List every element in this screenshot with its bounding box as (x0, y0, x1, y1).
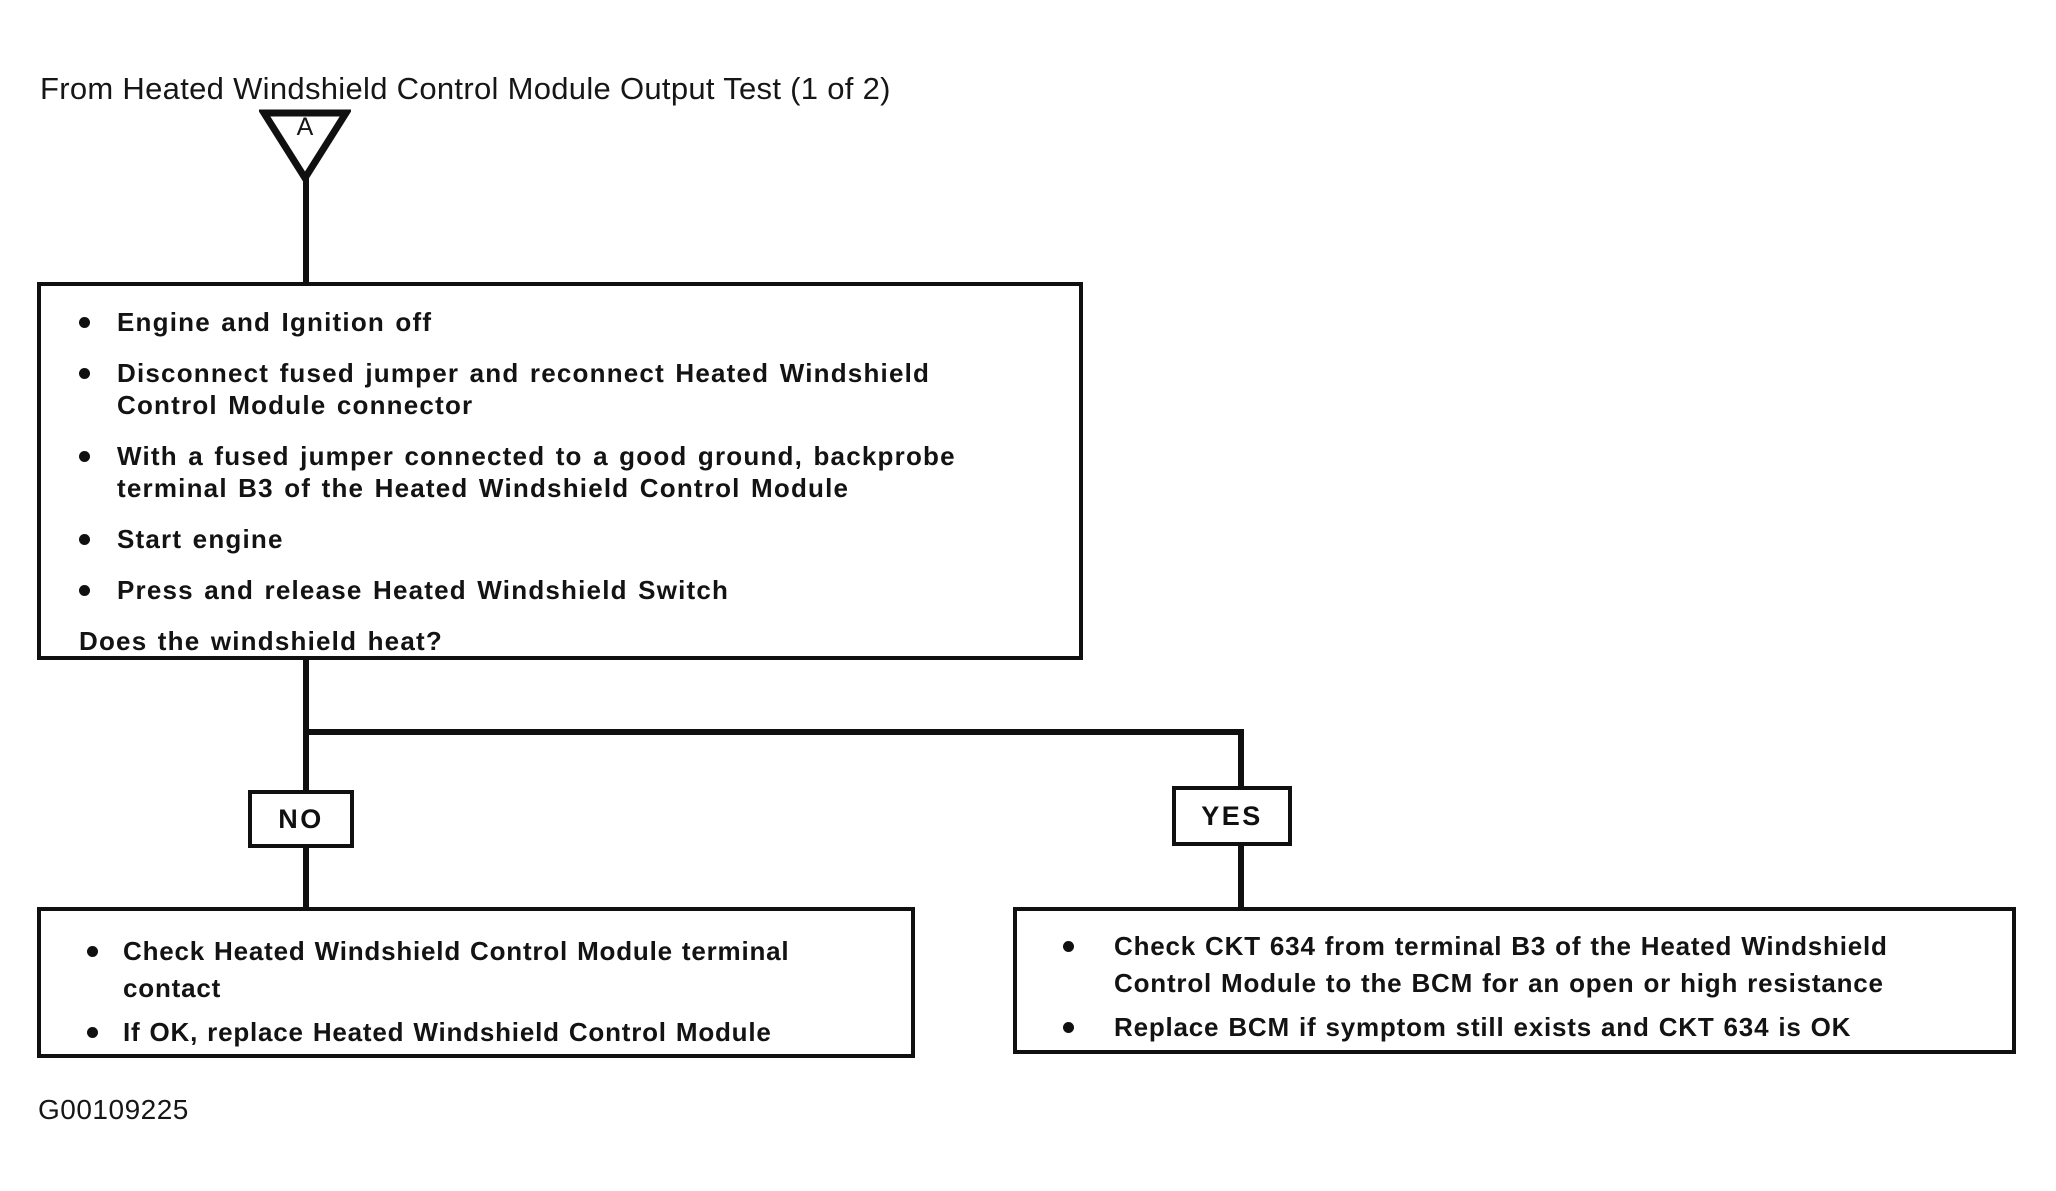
yes-branch-label: YES (1172, 786, 1292, 846)
connector-a-label: A (296, 113, 314, 141)
procedure-bullet-list: Engine and Ignition off Disconnect fused… (79, 306, 1053, 606)
question-text: Does the windshield heat? (79, 626, 443, 656)
bullet-text: Press and release Heated Windshield Swit… (117, 575, 730, 605)
bullet-dot-icon (87, 1027, 98, 1038)
connector-line-yes-label-to-yes-box (1238, 844, 1244, 909)
bullet-dot-icon (1063, 1022, 1074, 1033)
yes-label-text: YES (1201, 800, 1263, 831)
connector-line-triangle-to-main (303, 174, 309, 284)
connector-line-no-label-to-no-box (303, 846, 309, 909)
bullet-text: Replace BCM if symptom still exists and … (1114, 1012, 1852, 1042)
bullet-text: Disconnect fused jumper and reconnect He… (117, 358, 931, 420)
bullet-item: Start engine (79, 523, 1053, 555)
bullet-item: With a fused jumper connected to a good … (79, 440, 1053, 504)
bullet-dot-icon (79, 451, 90, 462)
figure-id: G00109225 (38, 1094, 189, 1125)
bullet-item: Press and release Heated Windshield Swit… (79, 574, 1053, 606)
bullet-text: With a fused jumper connected to a good … (117, 441, 956, 503)
connector-line-branch-to-yes-label (1238, 729, 1244, 788)
bullet-item: If OK, replace Heated Windshield Control… (87, 1014, 891, 1051)
bullet-dot-icon (79, 585, 90, 596)
bullet-item: Check Heated Windshield Control Module t… (87, 933, 891, 1007)
branch-line-horizontal (303, 729, 1244, 735)
bullet-item: Replace BCM if symptom still exists and … (1063, 1009, 1996, 1046)
no-label-text: NO (278, 803, 324, 834)
bullet-dot-icon (79, 534, 90, 545)
bullet-dot-icon (1063, 941, 1074, 952)
procedure-box: Engine and Ignition off Disconnect fused… (37, 282, 1083, 660)
bullet-text: Engine and Ignition off (117, 307, 433, 337)
bullet-item: Check CKT 634 from terminal B3 of the He… (1063, 928, 1996, 1002)
no-bullet-list: Check Heated Windshield Control Module t… (87, 933, 891, 1051)
bullet-item: Engine and Ignition off (79, 306, 1053, 338)
bullet-dot-icon (79, 317, 90, 328)
page-title: From Heated Windshield Control Module Ou… (40, 71, 891, 106)
bullet-text: Check CKT 634 from terminal B3 of the He… (1114, 931, 1888, 998)
bullet-text: Start engine (117, 524, 284, 554)
connector-a-triangle-icon (259, 109, 351, 182)
bullet-dot-icon (79, 368, 90, 379)
yes-bullet-list: Check CKT 634 from terminal B3 of the He… (1063, 928, 1996, 1046)
no-branch-label: NO (248, 790, 354, 848)
bullet-text: If OK, replace Heated Windshield Control… (123, 1017, 772, 1047)
yes-result-box: Check CKT 634 from terminal B3 of the He… (1013, 907, 2016, 1054)
bullet-dot-icon (87, 946, 98, 957)
bullet-text: Check Heated Windshield Control Module t… (123, 936, 790, 1003)
connector-line-main-to-no-label (303, 658, 309, 792)
bullet-item: Disconnect fused jumper and reconnect He… (79, 357, 1053, 421)
no-result-box: Check Heated Windshield Control Module t… (37, 907, 915, 1058)
